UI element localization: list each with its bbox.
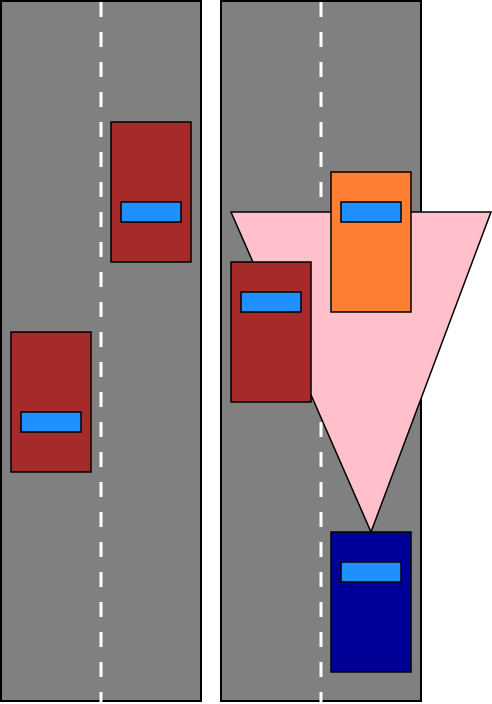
car-body	[110, 121, 192, 263]
left-road-lower-car	[10, 331, 92, 473]
left-road-upper-car	[110, 121, 192, 263]
right-road-red-car	[230, 261, 312, 403]
car-windshield	[340, 201, 402, 223]
car-body	[330, 171, 412, 313]
car-windshield	[340, 561, 402, 583]
right-road-orange-car	[330, 171, 412, 313]
car-windshield	[20, 411, 82, 433]
car-windshield	[120, 201, 182, 223]
car-windshield	[240, 291, 302, 313]
car-body	[10, 331, 92, 473]
car-body	[230, 261, 312, 403]
right-road-navy-car	[330, 531, 412, 673]
car-body	[330, 531, 412, 673]
